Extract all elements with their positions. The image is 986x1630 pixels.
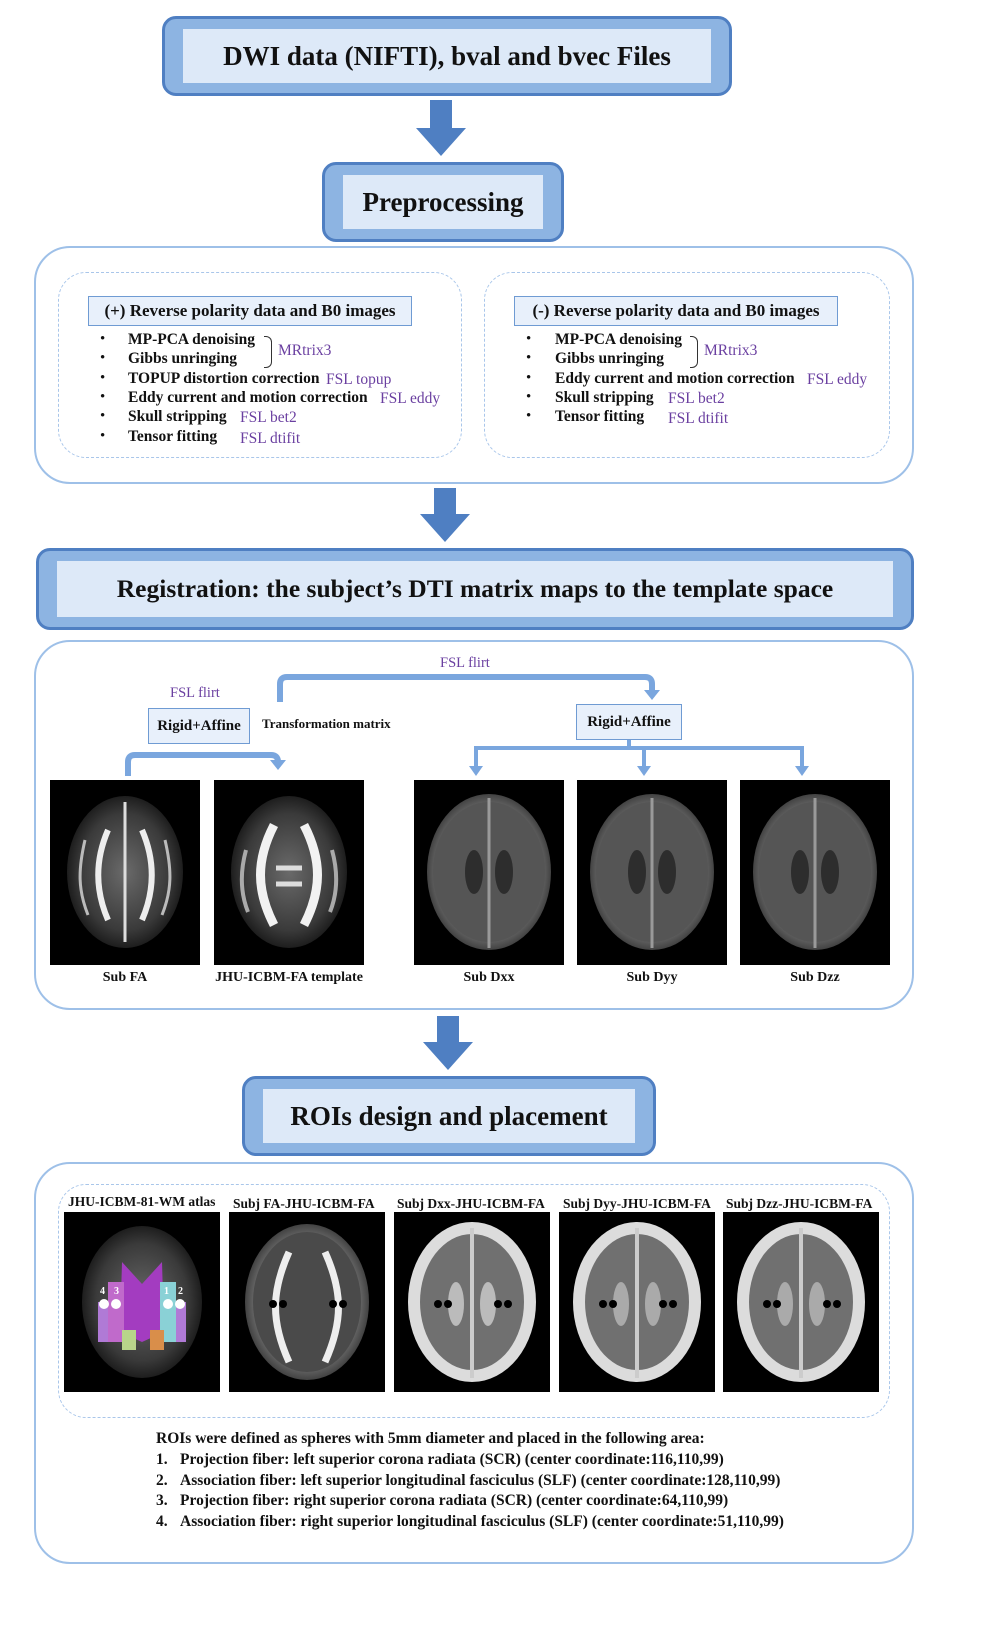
step-label: Tensor fitting: [128, 428, 218, 445]
roi-item-number: 3.: [156, 1492, 168, 1509]
step-label: TOPUP distortion correction: [128, 370, 320, 387]
transformation-matrix-label: Transformation matrix: [262, 716, 391, 731]
subj-dzz-roi-image: [723, 1212, 879, 1392]
sub-dzz-image: [740, 780, 890, 965]
sub-fa-label: Sub FA: [102, 970, 148, 985]
tool-dtifit: FSL dtifit: [240, 430, 301, 447]
tool-mrtrix: MRtrix3: [278, 342, 332, 359]
roi-image-title: JHU-ICBM-81-WM atlas: [68, 1194, 216, 1209]
subj-fa-roi-image: [229, 1212, 385, 1392]
input-stage-header: DWI data (NIFTI), bval and bvec Files: [162, 16, 732, 96]
jhu-template-label: JHU-ICBM-FA template: [215, 970, 363, 985]
tool-eddy: FSL eddy: [380, 390, 441, 407]
bullet-icon: •: [100, 370, 106, 386]
bullet-icon: •: [526, 350, 532, 366]
step-label: Gibbs unringing: [555, 350, 664, 367]
sub-dxx-image: [414, 780, 564, 965]
jhu-template-image: [214, 780, 364, 965]
tool-mrtrix: MRtrix3: [704, 342, 758, 359]
step-label: Tensor fitting: [555, 408, 645, 425]
roi-image-title: Subj Dxx-JHU-ICBM-FA: [397, 1196, 545, 1211]
brace-icon: [690, 336, 698, 368]
step-label: Eddy current and motion correction: [555, 370, 795, 387]
roi-item-number: 2.: [156, 1472, 168, 1489]
roi-item-number: 4.: [156, 1513, 168, 1530]
arrow-down-icon: [420, 488, 470, 542]
bullet-icon: •: [526, 331, 532, 347]
bullet-icon: •: [100, 350, 106, 366]
negative-polarity-box: [484, 272, 890, 458]
tool-eddy: FSL eddy: [807, 371, 868, 388]
positive-polarity-title: (+) Reverse polarity data and B0 images: [88, 296, 412, 326]
sub-dzz-label: Sub Dzz: [790, 970, 840, 985]
roi-intro: ROIs were defined as spheres with 5mm di…: [156, 1430, 705, 1447]
step-label: MP-PCA denoising: [128, 331, 256, 348]
roi-item-number: 1.: [156, 1451, 168, 1468]
bullet-icon: •: [526, 389, 532, 405]
roi-item-text: Association fiber: right superior longit…: [180, 1513, 784, 1530]
step-label: Gibbs unringing: [128, 350, 237, 367]
roi-image-title: Subj Dyy-JHU-ICBM-FA: [563, 1196, 711, 1211]
flirt-left-label: FSL flirt: [170, 685, 220, 701]
preprocessing-stage-title: Preprocessing: [343, 175, 543, 229]
atlas-marker-2: 2: [178, 1286, 183, 1297]
roi-item-text: Association fiber: left superior longitu…: [180, 1472, 781, 1489]
step-label: Skull stripping: [128, 408, 227, 425]
registration-stage-header: Registration: the subject’s DTI matrix m…: [36, 548, 914, 630]
bullet-icon: •: [526, 408, 532, 424]
roi-item-text: Projection fiber: left superior corona r…: [180, 1451, 724, 1468]
tool-topup: FSL topup: [326, 371, 392, 388]
rigid-affine-right: Rigid+Affine: [576, 704, 682, 740]
subj-dyy-roi-image: [559, 1212, 715, 1392]
roi-images-box: [58, 1184, 890, 1418]
sub-dxx-label: Sub Dxx: [463, 970, 515, 985]
positive-polarity-box: [58, 272, 462, 458]
bullet-icon: •: [100, 408, 106, 424]
tool-bet: FSL bet2: [240, 409, 297, 426]
negative-polarity-title: (-) Reverse polarity data and B0 images: [514, 296, 838, 326]
rois-stage-title: ROIs design and placement: [263, 1089, 635, 1143]
flirt-top-label: FSL flirt: [440, 655, 490, 671]
atlas-marker-4: 4: [100, 1286, 105, 1297]
subj-dxx-roi-image: [394, 1212, 550, 1392]
step-label: Skull stripping: [555, 389, 654, 406]
registration-stage-title: Registration: the subject’s DTI matrix m…: [57, 561, 893, 617]
bullet-icon: •: [100, 428, 106, 444]
bullet-icon: •: [526, 370, 532, 386]
bullet-icon: •: [100, 389, 106, 405]
sub-dyy-label: Sub Dyy: [626, 970, 678, 985]
arrow-down-icon: [423, 1016, 473, 1070]
preprocessing-stage-header: Preprocessing: [322, 162, 564, 242]
roi-image-title: Subj FA-JHU-ICBM-FA: [233, 1196, 375, 1211]
atlas-marker-3: 3: [114, 1286, 119, 1297]
input-stage-title: DWI data (NIFTI), bval and bvec Files: [183, 29, 711, 83]
rigid-affine-left: Rigid+Affine: [148, 708, 250, 744]
sub-dyy-image: [577, 780, 727, 965]
roi-item-text: Projection fiber: right superior corona …: [180, 1492, 729, 1509]
sub-fa-image: [50, 780, 200, 965]
arrow-down-icon: [416, 100, 466, 156]
step-label: MP-PCA denoising: [555, 331, 683, 348]
tool-bet: FSL bet2: [668, 390, 725, 407]
step-label: Eddy current and motion correction: [128, 389, 368, 406]
brace-icon: [264, 336, 272, 368]
atlas-image: 4 3 1 2: [64, 1212, 220, 1392]
rois-stage-header: ROIs design and placement: [242, 1076, 656, 1156]
preprocessing-panel: [34, 246, 914, 484]
bullet-icon: •: [100, 331, 106, 347]
tool-dtifit: FSL dtifit: [668, 410, 729, 427]
roi-image-title: Subj Dzz-JHU-ICBM-FA: [726, 1196, 873, 1211]
atlas-marker-1: 1: [164, 1286, 169, 1297]
